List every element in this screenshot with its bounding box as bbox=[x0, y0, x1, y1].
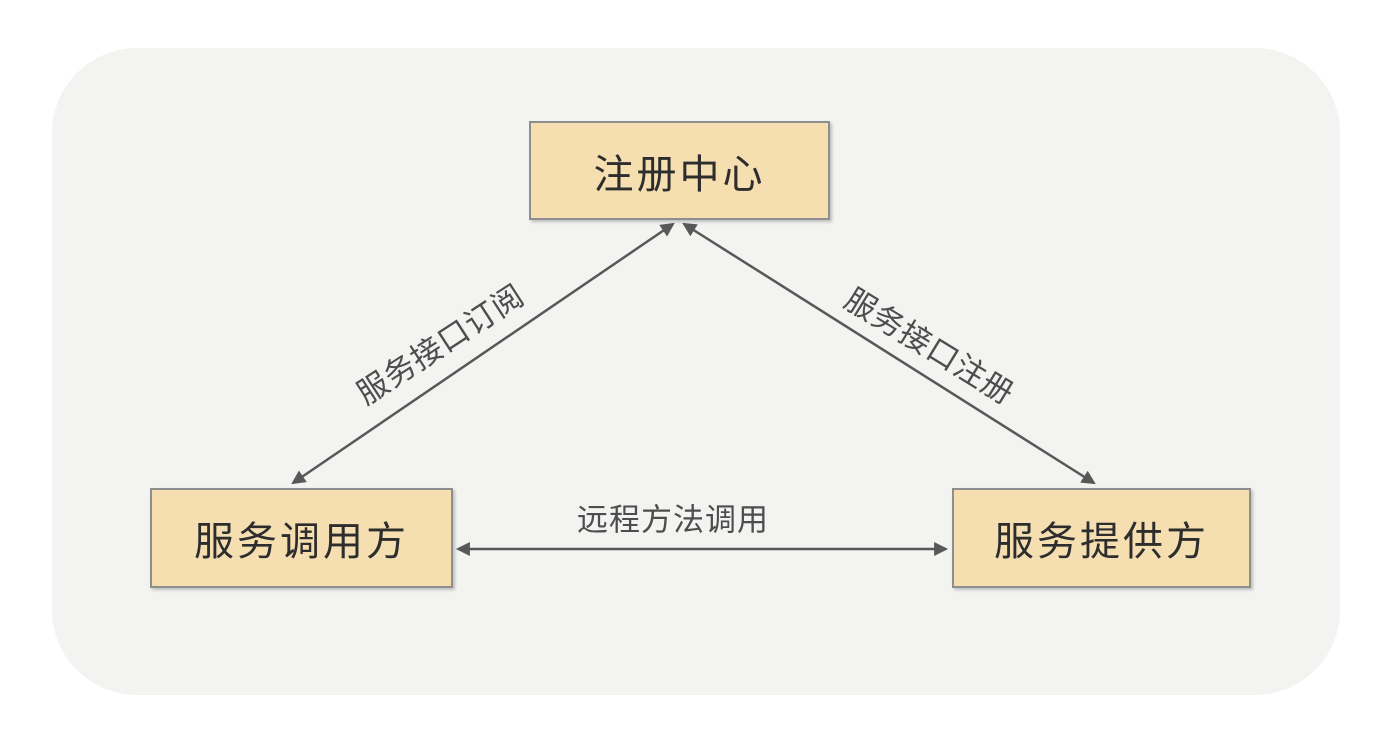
rpc-edge-label: 远程方法调用 bbox=[577, 502, 769, 538]
node-registry: 注册中心 bbox=[529, 121, 830, 220]
node-consumer: 服务调用方 bbox=[150, 488, 453, 588]
node-provider-label: 服务提供方 bbox=[994, 520, 1209, 564]
node-registry-label: 注册中心 bbox=[593, 152, 766, 197]
node-consumer-label: 服务调用方 bbox=[194, 520, 409, 564]
node-provider: 服务提供方 bbox=[952, 488, 1251, 588]
